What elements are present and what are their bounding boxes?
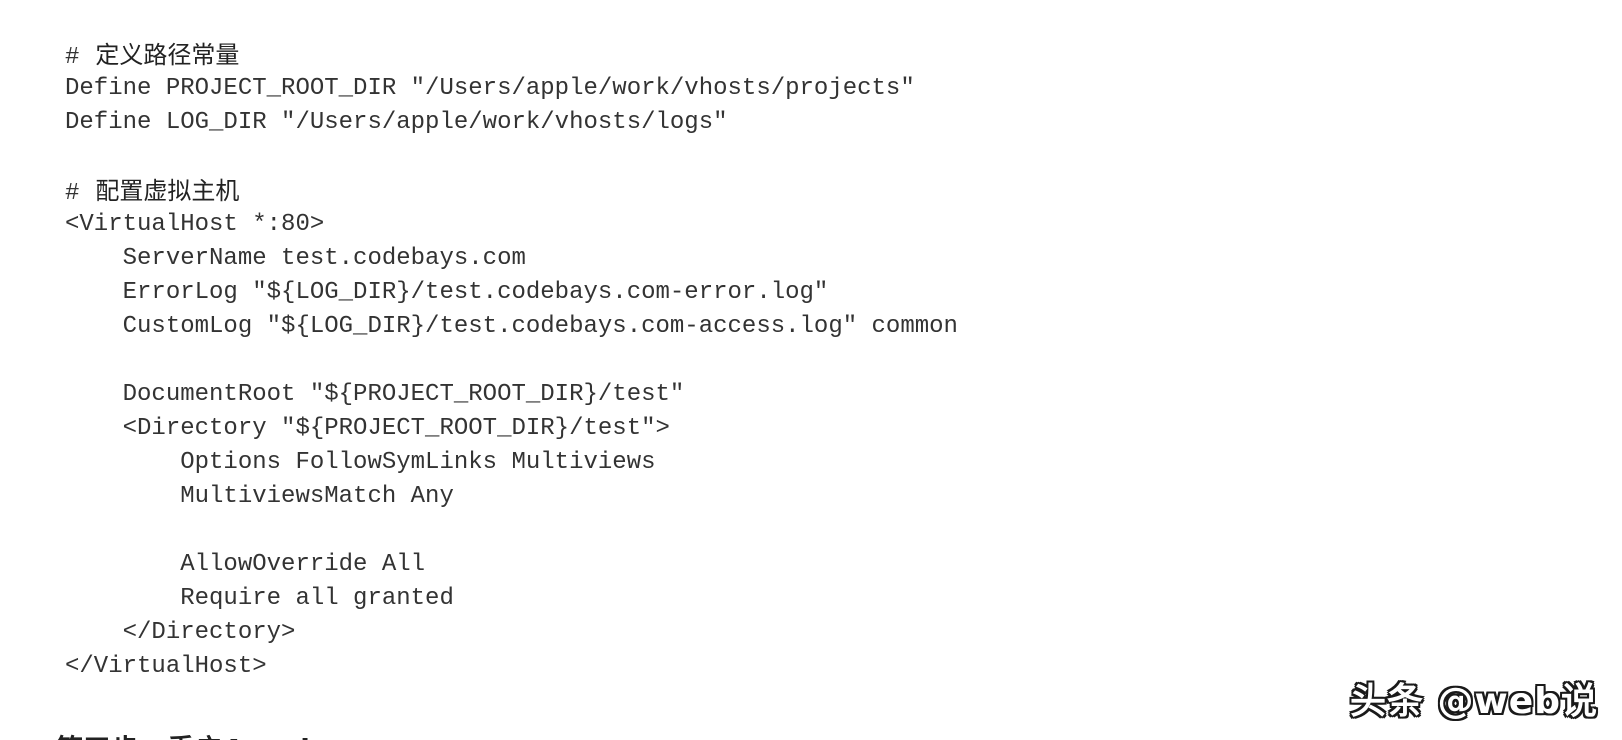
- code-line: ErrorLog "${LOG_DIR}/test.codebays.com-e…: [65, 279, 829, 306]
- code-line: <VirtualHost *:80>: [65, 211, 325, 238]
- code-line: </Directory>: [65, 619, 296, 646]
- comment-text: 配置虚拟主机: [95, 177, 240, 205]
- code-blank-line: ​: [65, 514, 958, 548]
- code-line: </VirtualHost>: [65, 653, 267, 680]
- next-step-heading: 第五步：重启Apache: [55, 728, 339, 740]
- code-line: Require all granted: [65, 585, 454, 612]
- code-blank-line: ​: [65, 344, 958, 378]
- code-line: ServerName test.codebays.com: [65, 245, 526, 272]
- comment-text: 定义路径常量: [95, 41, 240, 69]
- code-blank-line: ​: [65, 140, 958, 174]
- code-line: AllowOverride All: [65, 551, 426, 578]
- code-line: CustomLog "${LOG_DIR}/test.codebays.com-…: [65, 313, 958, 340]
- comment-marker: #: [65, 44, 80, 71]
- apache-config-code-block: # 定义路径常量 Define PROJECT_ROOT_DIR "/Users/a…: [65, 38, 958, 684]
- code-line: <Directory "${PROJECT_ROOT_DIR}/test">: [65, 415, 670, 442]
- code-line: Options FollowSymLinks Multiviews: [65, 449, 656, 476]
- code-comment-line: # 配置虚拟主机: [65, 174, 958, 208]
- code-line: Define PROJECT_ROOT_DIR "/Users/apple/wo…: [65, 75, 915, 102]
- code-comment-line: # 定义路径常量: [65, 38, 958, 72]
- code-line: DocumentRoot "${PROJECT_ROOT_DIR}/test": [65, 381, 685, 408]
- code-line: MultiviewsMatch Any: [65, 483, 454, 510]
- comment-marker: #: [65, 180, 80, 207]
- toutiao-watermark: 头条 @web说: [1350, 681, 1598, 722]
- code-line: Define LOG_DIR "/Users/apple/work/vhosts…: [65, 109, 728, 136]
